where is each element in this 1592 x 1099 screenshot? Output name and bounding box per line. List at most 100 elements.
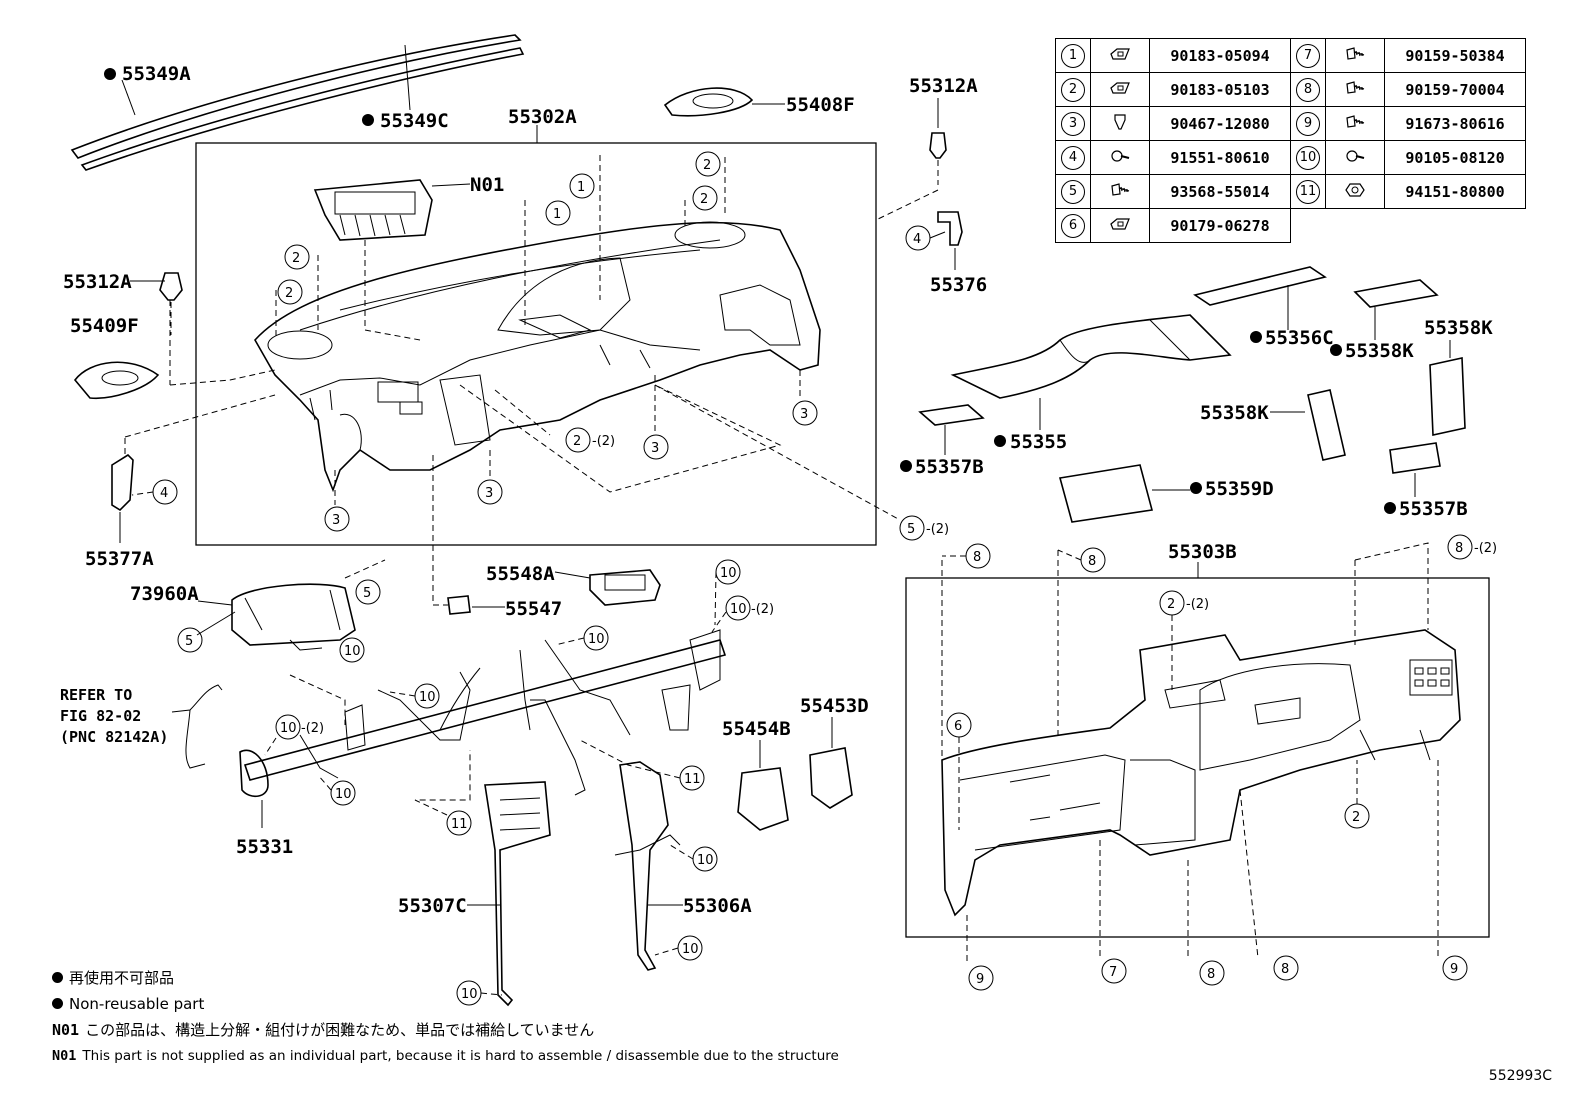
fastener-number: 8 [1290,72,1326,107]
callout-5a-qty: -(2) [926,522,949,537]
cover-55408F [663,87,785,117]
label-55453D: 55453D [800,695,869,717]
label-55357B-b: 55357B [1399,498,1468,520]
label-55359D: 55359D [1205,478,1274,500]
figure-code: 552993C [1488,1068,1552,1084]
brace-55306A [614,761,683,971]
pad-55358K-a [1353,279,1439,340]
fastener-part-number: 91673-80616 [1384,106,1526,141]
callout-4b: 4 [160,486,168,501]
callout-2c: 2 [292,251,300,266]
fastener-number: 7 [1290,38,1326,73]
screw-icon [1325,38,1385,73]
callout-3a: 3 [800,407,808,422]
pad-55356C [1193,266,1327,330]
bracket-55547 [447,595,505,615]
fastener-part-number: 90183-05103 [1149,72,1291,107]
callout-10j: 10 [682,942,699,957]
callout-8a: 8 [973,550,981,565]
callout-2d: 2 [285,286,293,301]
callout-3d: 3 [332,513,340,528]
screw-icon [1090,174,1150,209]
label-55409F: 55409F [70,315,139,337]
brace-55307C [467,781,551,1007]
refer-line2: FIG 82-02 [60,707,141,725]
clip-nut-icon [1090,38,1150,73]
bracket-55376: 4 [905,211,963,270]
note-nonreusable-jp: 再使用不可部品 [52,965,839,991]
callout-10b: 10 [280,721,297,736]
callout-2a: 2 [703,158,711,173]
pad-55358K-c [1429,340,1466,436]
callout-10g-qty: -(2) [751,602,774,617]
label-55302A: 55302A [508,106,577,128]
fastener-part-number: 90183-05094 [1149,38,1291,73]
callout-8b: 8 [1088,554,1096,569]
nonreusable-bullet-icon [52,972,63,983]
fastener-part-number: 93568-55014 [1149,174,1291,209]
label-55548A: 55548A [486,563,555,585]
callout-10e: 10 [588,632,605,647]
callout-8c-qty: -(2) [1474,541,1497,556]
fastener-number: 9 [1290,106,1326,141]
panel-frame-55303B [941,629,1461,917]
pad-55357B-a [918,404,985,455]
cover-55409F [73,361,160,400]
label-55356C: 55356C [1265,327,1334,349]
label-55547: 55547 [505,598,562,620]
beam-55331 [239,629,727,828]
screw-icon [1325,106,1385,141]
frame-55303B-callouts: 8 8 8 -(2) 2 -(2) 6 2 9 7 8 8 9 [941,534,1497,991]
callout-10g: 10 [730,602,747,617]
label-55306A: 55306A [683,895,752,917]
label-55312A-right: 55312A [909,75,978,97]
label-55377A: 55377A [85,548,154,570]
pad-55358K-b [1270,389,1346,461]
bolt-icon [1325,140,1385,175]
screw-icon [1325,72,1385,107]
fastener-part-number: 94151-80800 [1384,174,1526,209]
panel-callouts: 1 1 2 2 2 2 2 -(2) 3 3 3 3 [277,151,818,532]
vent-N01 [313,179,471,241]
bracket-55377A: 4 [111,438,178,543]
callout-3c: 3 [485,486,493,501]
label-55357B-a: 55357B [915,456,984,478]
molding-strips [70,34,525,171]
fastener-number: 10 [1290,140,1326,175]
clip-nut-icon [1090,208,1150,243]
pad-55357B-b [1389,442,1441,497]
label-55303B: 55303B [1168,541,1237,563]
callout-8d: 8 [1207,967,1215,982]
label-55349A: 55349A [122,63,191,85]
label-73960A: 73960A [130,583,199,605]
note-nonreusable-en: Non-reusable part [52,991,839,1017]
fastener-number: 4 [1055,140,1091,175]
label-55454B: 55454B [722,718,791,740]
fastener-number: 6 [1055,208,1091,243]
callout-10d: 10 [419,690,436,705]
fastener-part-number: 90159-50384 [1384,38,1526,73]
fastener-number: 2 [1055,72,1091,107]
callout-8c: 8 [1455,541,1463,556]
bolt-icon [1090,140,1150,175]
callout-10c: 10 [335,787,352,802]
label-55312A-left: 55312A [63,271,132,293]
callout-8e: 8 [1281,962,1289,977]
callout-2g: 2 [1352,810,1360,825]
fastener-number: 5 [1055,174,1091,209]
callout-7: 7 [1109,965,1117,980]
silencer-55453D [809,717,853,809]
clip-55312A-left [130,272,183,335]
callout-2f-qty: -(2) [1186,597,1209,612]
label-55358K-c: 55358K [1424,317,1493,339]
fastener-part-number: 90467-12080 [1149,106,1291,141]
